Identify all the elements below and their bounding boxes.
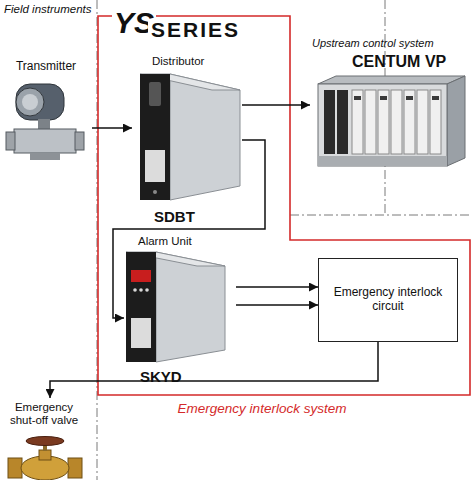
- rack-module: [337, 90, 348, 154]
- valve-bonnet: [39, 450, 51, 460]
- rack-module: [404, 90, 415, 154]
- transmitter-body: [14, 129, 76, 153]
- rack-module: [378, 90, 389, 154]
- zone-label: Field instruments: [4, 3, 92, 15]
- boundary-lines: [97, 0, 472, 480]
- rack-chassis: [318, 84, 447, 166]
- module-connector: [406, 96, 413, 100]
- transmitter-base: [30, 153, 60, 160]
- connector-arrow: [242, 104, 310, 106]
- control-system-picture: [318, 76, 465, 166]
- device-node: Emergency shut-off valve: [0, 398, 92, 480]
- valve-flange: [8, 458, 22, 478]
- node-label: Distributor: [152, 55, 204, 68]
- connector-arrow: [236, 304, 318, 306]
- module-connector: [354, 96, 361, 100]
- alarm-led: [139, 288, 143, 292]
- node-label: SDBT: [154, 208, 195, 225]
- rack-module: [391, 90, 402, 154]
- rack-top: [318, 76, 465, 84]
- rack-module: [430, 90, 441, 154]
- logo-text: SERIES: [148, 19, 243, 40]
- module-plate: [145, 150, 165, 182]
- rack-module: [352, 90, 363, 154]
- connector-arrow: [113, 140, 265, 318]
- process-box: Emergency interlock circuit: [318, 258, 458, 342]
- device-node: DistributorSDBT: [132, 55, 242, 225]
- alarm-display: [131, 270, 151, 282]
- valve-handwheel: [26, 437, 64, 446]
- node-label: Emergency interlock system: [157, 401, 367, 417]
- rack-module: [417, 90, 428, 154]
- rack-module: [324, 90, 335, 154]
- transmitter-housing: [16, 84, 64, 120]
- connector-arrow: [50, 342, 378, 398]
- transmitter-flange: [75, 132, 84, 150]
- transmitter-cap: [16, 88, 44, 116]
- node-label: Upstream control system: [312, 37, 434, 50]
- valve-flange: [68, 458, 82, 478]
- node-label: CENTUM VP: [352, 53, 446, 71]
- node-label: Emergency shut-off valve: [2, 401, 86, 427]
- rack-module: [365, 90, 376, 154]
- alarm-led: [145, 288, 149, 292]
- rack-side: [447, 76, 465, 166]
- module-connector: [432, 96, 439, 100]
- module-side: [170, 74, 240, 200]
- node-label: Transmitter: [0, 60, 92, 74]
- transmitter-picture: [6, 84, 84, 160]
- transmitter-flange: [6, 132, 15, 150]
- node-label: Alarm Unit: [138, 235, 192, 248]
- module-side: [156, 252, 225, 362]
- module-front: [126, 252, 156, 362]
- device-node: Transmitter: [0, 60, 92, 165]
- distributor-picture: [140, 74, 240, 200]
- boundary-line: [290, 215, 472, 216]
- valve-picture: [8, 437, 82, 480]
- node-label: SKYD: [140, 368, 182, 385]
- module-screw: [153, 190, 157, 194]
- connector-arrow: [92, 127, 132, 129]
- transmitter-window: [22, 94, 38, 110]
- rack-base: [318, 156, 447, 166]
- alarm-led: [133, 288, 137, 292]
- transmitter-neck: [38, 119, 50, 129]
- system-boundary: Emergency interlock system DistributorSDB…: [97, 15, 472, 430]
- connector-arrow: [236, 286, 318, 288]
- module-handle: [149, 82, 161, 106]
- device-node: Upstream control systemCENTUM VP: [310, 35, 470, 170]
- module-plate: [131, 318, 151, 348]
- boundary-polygon: [98, 16, 470, 395]
- device-node: Alarm UnitSKYD: [124, 235, 236, 385]
- node-label: Emergency interlock circuit: [319, 286, 457, 314]
- alarm-unit-picture: [126, 252, 225, 362]
- module-front: [140, 74, 170, 200]
- module-connector: [380, 96, 387, 100]
